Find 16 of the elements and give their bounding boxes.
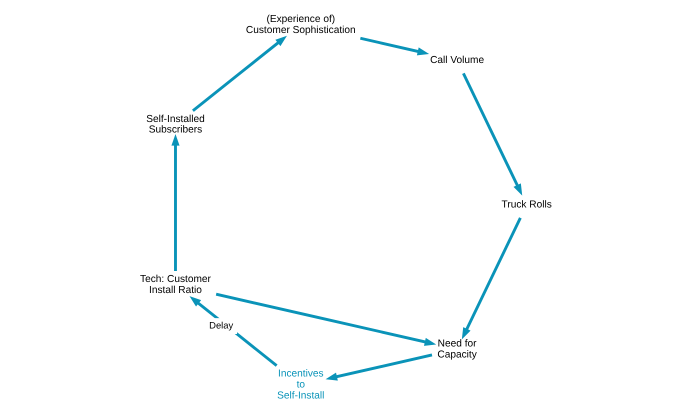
arrow (462, 217, 522, 340)
node-text: Incentives to Self-Install (277, 368, 324, 402)
edge-label: Delay (209, 320, 234, 331)
arrow (462, 72, 522, 196)
node-text: (Experience of) Customer Sophistication (246, 14, 356, 36)
node-text: Tech: Customer Install Ratio (140, 274, 211, 296)
node-text: Self-Installed Subscribers (146, 114, 205, 136)
node-text: Need for Capacity (437, 338, 477, 360)
arrow (171, 134, 180, 271)
node-text: Truck Rolls (502, 199, 552, 210)
arrow (360, 36, 430, 56)
arrow (326, 354, 432, 381)
arrow (216, 292, 436, 346)
node-text: Call Volume (430, 55, 484, 66)
arrow (192, 36, 287, 112)
arrow (189, 296, 278, 367)
